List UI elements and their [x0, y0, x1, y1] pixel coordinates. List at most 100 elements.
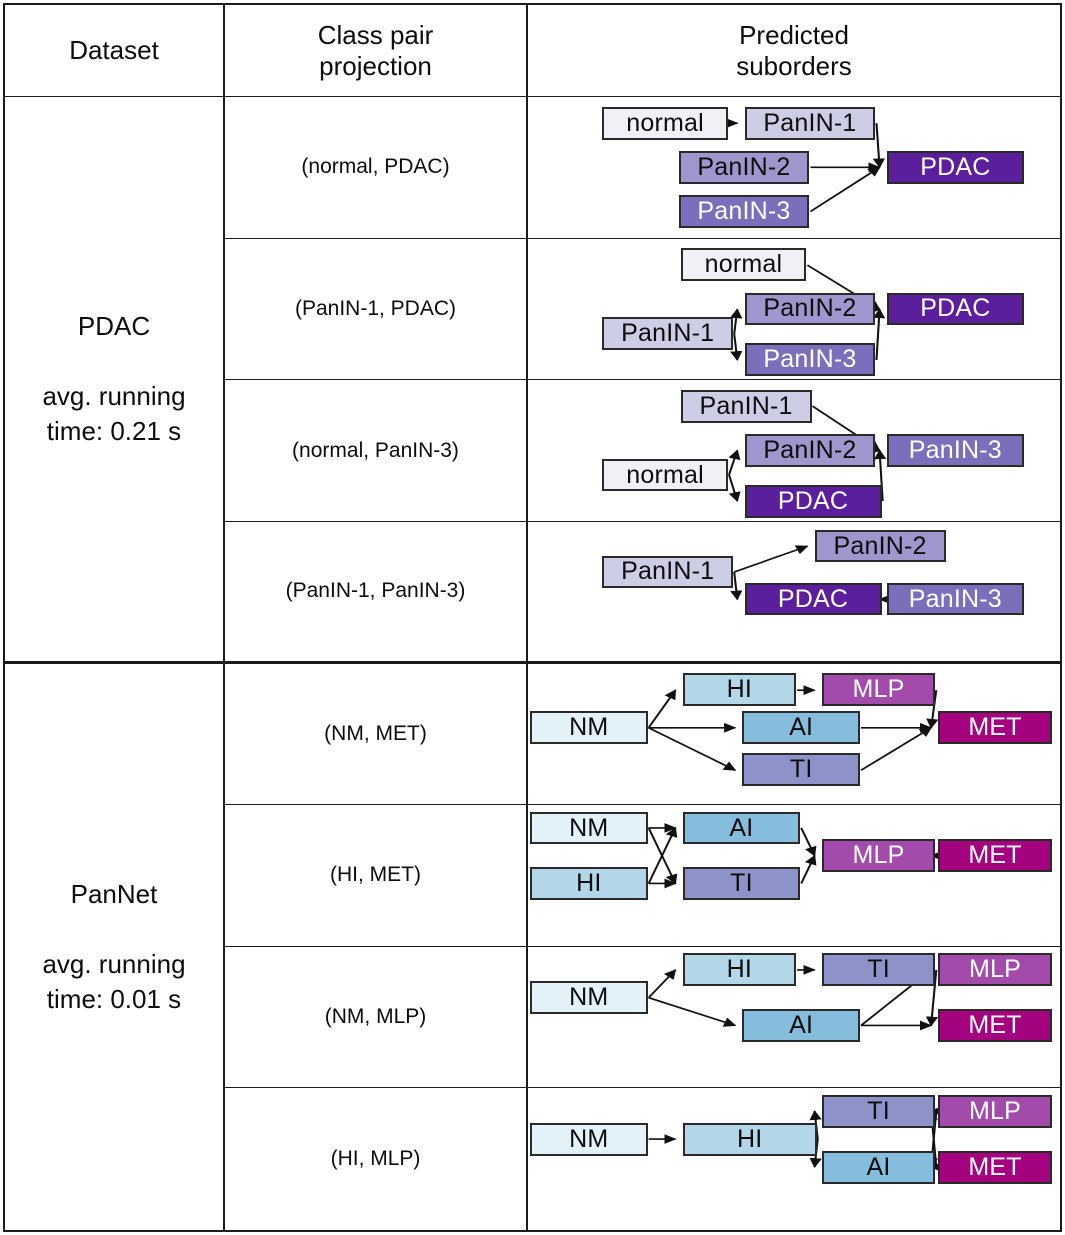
header-projection: Class pair projection	[225, 5, 528, 97]
projection-cell: (normal, PDAC)	[225, 97, 528, 239]
header-dataset: Dataset	[5, 5, 225, 97]
edge-arrow	[800, 827, 817, 857]
node-mlp: MLP	[938, 953, 1052, 986]
edge-arrow	[872, 123, 886, 169]
projection-label: (normal, PanIN-3)	[292, 438, 459, 462]
node-pdac: PDAC	[886, 292, 1024, 326]
edge-arrow	[730, 333, 743, 361]
node-met: MET	[938, 1008, 1052, 1042]
node-panin-3: PanIN-3	[678, 195, 810, 228]
node-panin-1: PanIN-1	[744, 106, 876, 140]
node-nm: NM	[530, 981, 648, 1014]
node-panin-2: PanIN-2	[744, 434, 876, 467]
node-hi: HI	[682, 1122, 817, 1156]
node-ti: TI	[682, 867, 801, 900]
projection-label: (PanIN-1, PDAC)	[294, 296, 457, 320]
edge-arrow	[800, 854, 817, 884]
node-nm: NM	[530, 710, 648, 744]
edge-arrow	[728, 474, 741, 503]
node-panin-2: PanIN-2	[814, 529, 946, 563]
projection-cell: (HI, MLP)	[225, 1088, 528, 1230]
header-projection-label: Class pair projection	[317, 19, 434, 81]
edge-arrow	[733, 545, 809, 573]
node-ti: TI	[821, 953, 936, 986]
projection-label: (NM, MLP)	[324, 1005, 427, 1029]
node-panin-1: PanIN-1	[680, 390, 812, 423]
projection-cell: (normal, PanIN-3)	[225, 380, 528, 522]
header-suborders: Predicted suborders	[528, 5, 1060, 97]
node-pdac: PDAC	[886, 150, 1024, 184]
node-normal: normal	[602, 458, 728, 492]
projection-cell: (HI, MET)	[225, 805, 528, 947]
node-panin-3: PanIN-3	[886, 434, 1024, 467]
dataset-label: PanNet avg. running time: 0.01 s	[42, 878, 186, 1014]
projection-label: (HI, MET)	[330, 863, 421, 887]
header-suborders-label: Predicted suborders	[736, 19, 852, 81]
edge-arrow	[730, 307, 743, 334]
suborders-table: Dataset Class pair projection Predicted …	[3, 3, 1062, 1232]
node-mlp: MLP	[938, 1094, 1052, 1128]
projection-cell: (PanIN-1, PanIN-3)	[225, 521, 528, 664]
node-ai: AI	[821, 1150, 936, 1184]
node-panin-1: PanIN-1	[602, 317, 734, 350]
node-ti: TI	[742, 753, 860, 787]
projection-label: (HI, MLP)	[330, 1147, 421, 1171]
edge-arrow	[730, 571, 743, 601]
node-panin-3: PanIN-3	[886, 583, 1024, 616]
edge-arrow	[926, 689, 939, 729]
dataset-cell-pdac: PDAC avg. running time: 0.21 s	[5, 97, 225, 664]
node-mlp: MLP	[821, 673, 936, 706]
node-ai: AI	[682, 811, 801, 845]
projection-cell: (NM, MLP)	[225, 946, 528, 1089]
edge-arrow	[809, 166, 881, 213]
node-pdac: PDAC	[744, 484, 882, 518]
node-hi: HI	[682, 953, 797, 986]
edge-arrow	[728, 449, 741, 476]
node-normal: normal	[680, 248, 807, 282]
node-hi: HI	[530, 867, 648, 900]
edge-arrow	[648, 726, 737, 771]
dataset-cell-pannet: PanNet avg. running time: 0.01 s	[5, 663, 225, 1230]
node-met: MET	[938, 1150, 1052, 1184]
node-pdac: PDAC	[744, 583, 882, 616]
edge-arrow	[647, 688, 677, 728]
node-hi: HI	[682, 673, 797, 706]
edge-arrow	[872, 307, 886, 360]
node-ai: AI	[742, 1008, 860, 1042]
dataset-label: PDAC avg. running time: 0.21 s	[42, 310, 186, 446]
projection-label: (NM, MET)	[324, 721, 427, 745]
projection-cell: (NM, MET)	[225, 663, 528, 806]
header-dataset-label: Dataset	[69, 35, 159, 66]
suborder-diagram: NM HI TI AI MLP MET	[528, 947, 1060, 1088]
node-panin-1: PanIN-1	[602, 555, 734, 588]
edge-arrow	[647, 968, 677, 998]
node-met: MET	[938, 839, 1052, 873]
node-mlp: MLP	[821, 839, 936, 873]
projection-label: (normal, PDAC)	[301, 155, 450, 179]
edge-arrow	[925, 969, 939, 1027]
edge-arrow	[648, 996, 737, 1027]
projection-label: (PanIN-1, PanIN-3)	[285, 579, 466, 603]
suborder-diagram-cell: NM HI TI AI MLP MET	[528, 947, 1060, 1089]
node-nm: NM	[530, 811, 648, 845]
node-ai: AI	[742, 710, 860, 744]
node-panin-3: PanIN-3	[744, 343, 876, 376]
node-panin-2: PanIN-2	[744, 292, 876, 326]
node-ti: TI	[821, 1094, 936, 1128]
edge-arrow	[873, 449, 887, 502]
